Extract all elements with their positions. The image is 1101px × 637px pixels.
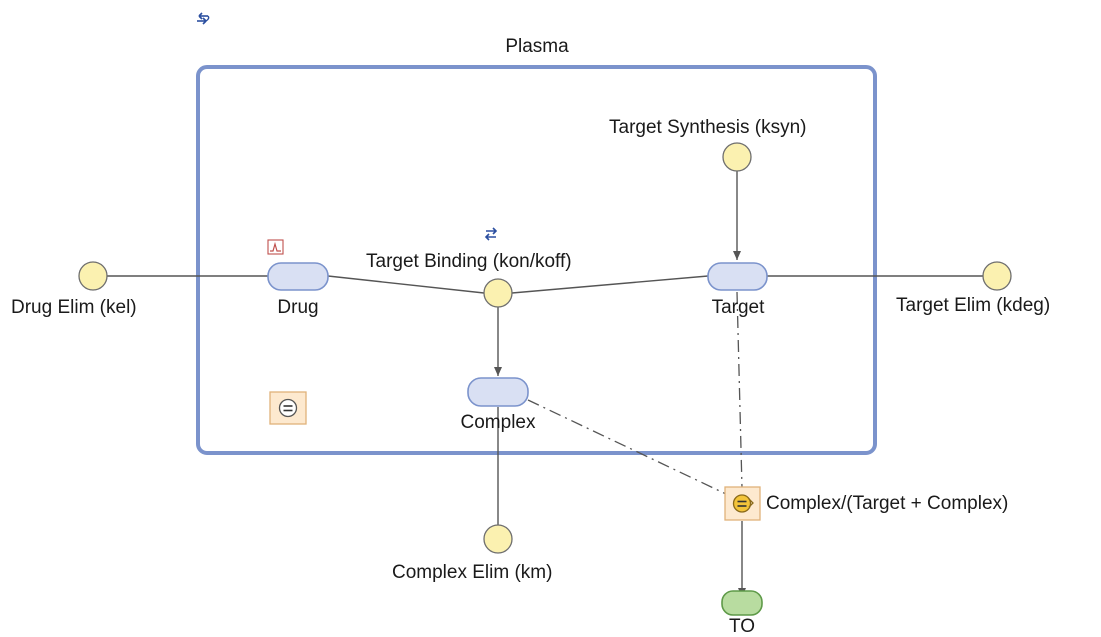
species-label-target: Target: [711, 297, 765, 318]
reaction-label-target-binding: Target Binding (kon/koff): [366, 251, 572, 272]
species-node-drug[interactable]: [267, 262, 329, 291]
reaction-node-complex-elim[interactable]: [483, 524, 513, 554]
reaction-node-target-binding[interactable]: [483, 278, 513, 308]
reaction-node-target-elim[interactable]: [982, 261, 1012, 291]
reaction-label-drug-elim: Drug Elim (kel): [11, 297, 137, 318]
reaction-node-drug-elim[interactable]: [78, 261, 108, 291]
edge-drug-binding: [327, 275, 485, 294]
reversible-arrows-icon: [484, 227, 498, 241]
ref-target-rule: [736, 291, 743, 489]
species-label-complex: Complex: [460, 412, 536, 433]
species-label-to: TO: [728, 616, 756, 637]
reaction-label-target-elim: Target Elim (kdeg): [896, 295, 1051, 316]
repeated-assignment-icon[interactable]: [724, 486, 761, 521]
reaction-label-target-synthesis: Target Synthesis (ksyn): [609, 117, 807, 138]
compartment-label: Plasma: [505, 36, 569, 57]
swap-arrows-icon[interactable]: [197, 12, 210, 25]
reaction-label-complex-elim: Complex Elim (km): [392, 562, 553, 583]
rule-reference-edges: [527, 291, 743, 495]
edge-binding-target: [511, 275, 709, 294]
reaction-node-target-synthesis[interactable]: [722, 142, 752, 172]
species-node-target[interactable]: [707, 262, 768, 291]
equals-rule-icon[interactable]: [269, 391, 307, 425]
plot-icon[interactable]: [267, 239, 284, 255]
ref-complex-rule: [527, 399, 727, 495]
species-node-to[interactable]: [721, 590, 763, 616]
compartment-plasma[interactable]: [196, 65, 877, 455]
species-node-complex[interactable]: [467, 377, 529, 407]
reaction-edges: [93, 171, 997, 597]
rule-label: Complex/(Target + Complex): [766, 493, 1009, 514]
species-label-drug: Drug: [277, 297, 319, 318]
